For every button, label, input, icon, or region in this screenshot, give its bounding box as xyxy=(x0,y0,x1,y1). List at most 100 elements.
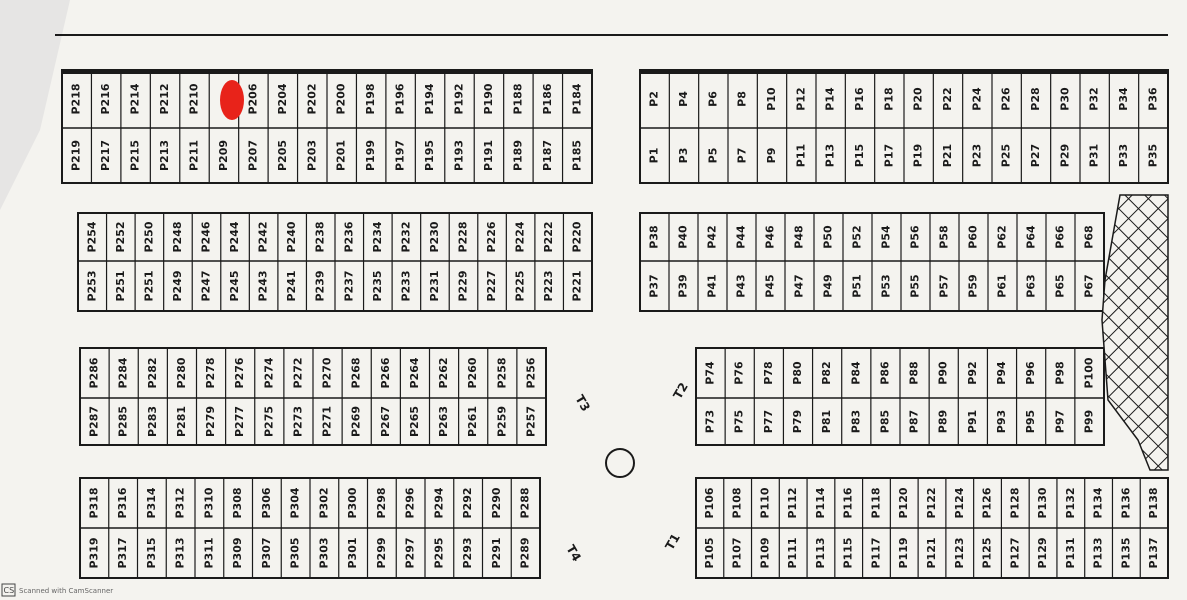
plot-label-p287: P287 xyxy=(88,406,101,437)
roundabout-center xyxy=(605,448,635,478)
plot-label-p290: P290 xyxy=(490,487,503,518)
scanner-caption: Scanned with CamScanner xyxy=(19,587,113,595)
plot-label-p80: P80 xyxy=(791,361,804,385)
plot-label-p288: P288 xyxy=(519,487,532,518)
plot-label-p99: P99 xyxy=(1082,410,1095,433)
plot-label-p33: P33 xyxy=(1117,144,1130,167)
plot-label-p60: P60 xyxy=(967,225,980,249)
plot-label-p59: P59 xyxy=(967,274,980,297)
plot-label-p289: P289 xyxy=(519,537,532,568)
plot-label-p220: P220 xyxy=(571,221,584,252)
plot-label-p38: P38 xyxy=(648,225,661,248)
plot-label-p247: P247 xyxy=(200,270,213,301)
plot-label-p85: P85 xyxy=(878,410,891,433)
plot-label-p306: P306 xyxy=(260,487,273,518)
plot-label-p225: P225 xyxy=(514,270,527,301)
plot-label-p5: P5 xyxy=(706,148,719,164)
plot-label-p76: P76 xyxy=(733,361,746,385)
plot-label-p83: P83 xyxy=(849,410,862,433)
plot-label-p113: P113 xyxy=(814,537,827,568)
plot-label-p116: P116 xyxy=(842,487,855,518)
plot-label-p312: P312 xyxy=(174,487,187,518)
plot-label-p48: P48 xyxy=(793,225,806,248)
plot-label-p216: P216 xyxy=(99,83,112,114)
plot-label-p185: P185 xyxy=(570,140,583,171)
plot-label-p119: P119 xyxy=(897,537,910,568)
plot-label-p51: P51 xyxy=(851,274,864,297)
plot-label-p317: P317 xyxy=(116,537,129,568)
plot-label-p126: P126 xyxy=(981,487,994,518)
plot-label-p272: P272 xyxy=(291,357,304,388)
plot-label-p314: P314 xyxy=(145,487,158,518)
plot-label-p89: P89 xyxy=(937,410,950,433)
plot-label-p215: P215 xyxy=(129,140,142,171)
plot-label-p241: P241 xyxy=(285,270,298,301)
plot-label-p67: P67 xyxy=(1083,274,1096,297)
plot-label-p66: P66 xyxy=(1054,225,1067,249)
plot-label-p124: P124 xyxy=(953,487,966,518)
plot-label-p192: P192 xyxy=(453,83,466,114)
plot-label-p14: P14 xyxy=(824,87,837,111)
plot-label-p11: P11 xyxy=(794,144,807,167)
plot-label-p293: P293 xyxy=(461,537,474,568)
plot-label-p217: P217 xyxy=(99,140,112,171)
plot-label-p61: P61 xyxy=(996,274,1009,297)
plot-label-p259: P259 xyxy=(495,406,508,437)
plot-label-p10: P10 xyxy=(765,87,778,111)
plot-label-p273: P273 xyxy=(291,406,304,437)
plot-label-p191: P191 xyxy=(482,140,495,171)
plot-label-p201: P201 xyxy=(335,140,348,171)
plot-label-p25: P25 xyxy=(1000,144,1013,167)
plot-label-p24: P24 xyxy=(970,87,983,111)
plot-label-p209: P209 xyxy=(217,140,230,171)
plot-label-p319: P319 xyxy=(87,537,100,568)
plot-label-p73: P73 xyxy=(704,410,717,433)
plot-label-p131: P131 xyxy=(1064,537,1077,568)
plot-label-p261: P261 xyxy=(466,406,479,437)
plot-label-p44: P44 xyxy=(735,225,748,249)
plot-label-p250: P250 xyxy=(142,221,155,252)
plot-label-p297: P297 xyxy=(404,537,417,568)
plot-label-p304: P304 xyxy=(289,487,302,518)
plot-label-p52: P52 xyxy=(851,225,864,248)
plot-label-p212: P212 xyxy=(158,83,171,114)
plot-label-p236: P236 xyxy=(342,221,355,252)
plot-label-p265: P265 xyxy=(408,406,421,437)
plot-label-p133: P133 xyxy=(1092,537,1105,568)
plot-label-p190: P190 xyxy=(482,83,495,114)
plot-label-p202: P202 xyxy=(305,83,318,114)
plot-label-p193: P193 xyxy=(453,140,466,171)
plot-label-p98: P98 xyxy=(1053,361,1066,384)
plot-label-p199: P199 xyxy=(364,140,377,171)
plot-label-p302: P302 xyxy=(317,487,330,518)
plot-label-p62: P62 xyxy=(996,225,1009,248)
plot-label-p308: P308 xyxy=(231,487,244,518)
plot-label-p204: P204 xyxy=(276,83,289,114)
plot-label-p292: P292 xyxy=(461,487,474,518)
plot-label-p136: P136 xyxy=(1119,487,1132,518)
plot-label-p1: P1 xyxy=(648,148,661,164)
plot-label-p21: P21 xyxy=(941,144,954,167)
plot-label-p37: P37 xyxy=(648,274,661,297)
plot-label-p122: P122 xyxy=(925,487,938,518)
plot-label-p8: P8 xyxy=(736,91,749,107)
plot-label-p26: P26 xyxy=(1000,87,1013,111)
plot-label-p291: P291 xyxy=(490,537,503,568)
plot-label-p251: P251 xyxy=(114,270,127,301)
plot-label-p17: P17 xyxy=(882,144,895,167)
plot-label-p188: P188 xyxy=(511,83,524,114)
plot-label-p285: P285 xyxy=(117,406,130,437)
plot-label-p19: P19 xyxy=(912,144,925,167)
plot-label-p222: P222 xyxy=(542,221,555,252)
plot-label-p269: P269 xyxy=(350,406,363,437)
plot-label-p211: P211 xyxy=(188,140,201,171)
plot-label-p301: P301 xyxy=(346,537,359,568)
plot-label-p105: P105 xyxy=(703,537,716,568)
plot-label-p118: P118 xyxy=(869,487,882,518)
plot-label-p303: P303 xyxy=(317,537,330,568)
plot-label-p120: P120 xyxy=(897,487,910,518)
plot-label-p27: P27 xyxy=(1029,144,1042,167)
plot-label-p270: P270 xyxy=(321,357,334,388)
plot-label-p6: P6 xyxy=(706,91,719,107)
plot-label-p310: P310 xyxy=(202,487,215,518)
